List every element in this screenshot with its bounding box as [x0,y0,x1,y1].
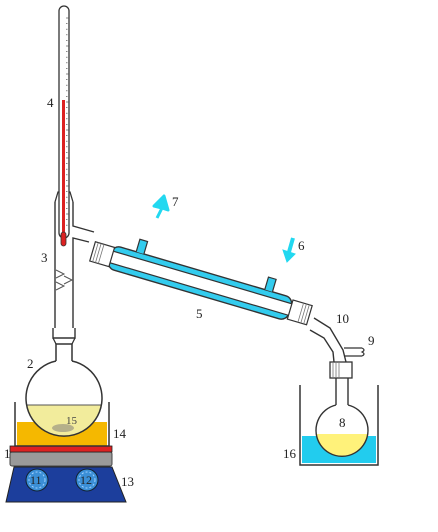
hotplate-body [5,466,127,503]
still-head-side-arm [72,202,95,233]
adapter-lower-wall [309,329,335,363]
label-4: 4 [47,95,54,110]
flask-neck [55,343,73,361]
label-15: 15 [66,415,78,427]
thermometer-scale [66,17,69,226]
condenser-water-outlet-nozzle [135,238,149,255]
label-10: 10 [336,311,349,326]
coolant-out-arrow [152,194,170,219]
vacuum-adapter [309,317,365,363]
vigreux-indents [55,269,74,291]
coolant-in-arrow [282,237,296,263]
label-2: 2 [27,356,34,371]
condenser-inlet-joint-grip [92,242,105,264]
condenser-water-inlet-nozzle [264,276,277,292]
heater-element [9,445,113,453]
receiving-flask [299,361,379,466]
thermometer-bulb [60,231,67,247]
label-7: 7 [172,194,179,209]
hotplate-top-plate [9,451,113,467]
label-13: 13 [121,474,134,489]
label-11: 11 [30,473,42,487]
vacuum-port [344,347,365,357]
still-head-right-wall [72,237,90,328]
label-14: 14 [113,426,127,441]
distillate-liquid [316,434,368,456]
receiver-neck [335,378,349,405]
label-5: 5 [196,306,203,321]
ice-bath-beaker [299,385,379,466]
thermometer-mercury-column [62,100,65,238]
hotplate [5,445,127,503]
bath-beaker-wall [14,402,110,447]
label-1: 1 [4,446,11,461]
label-9: 9 [368,333,375,348]
label-8: 8 [339,415,346,430]
stir-bar [52,424,74,432]
still-head-lower-joint [52,328,76,339]
receiver-joint [329,361,353,379]
flask-joint [52,337,76,345]
dial-left [25,468,49,492]
label-3: 3 [41,250,48,265]
label-16: 16 [283,446,297,461]
receiver-bulb [315,404,369,457]
label-6: 6 [298,238,305,253]
label-12: 12 [80,473,92,487]
flask-bulb [25,360,103,437]
still-head [52,191,95,339]
thermometer [58,5,70,247]
condenser-outlet-joint-grip [297,302,310,325]
receiver-joint-grip [332,362,340,378]
condenser [88,238,313,326]
dial-right [75,468,99,492]
